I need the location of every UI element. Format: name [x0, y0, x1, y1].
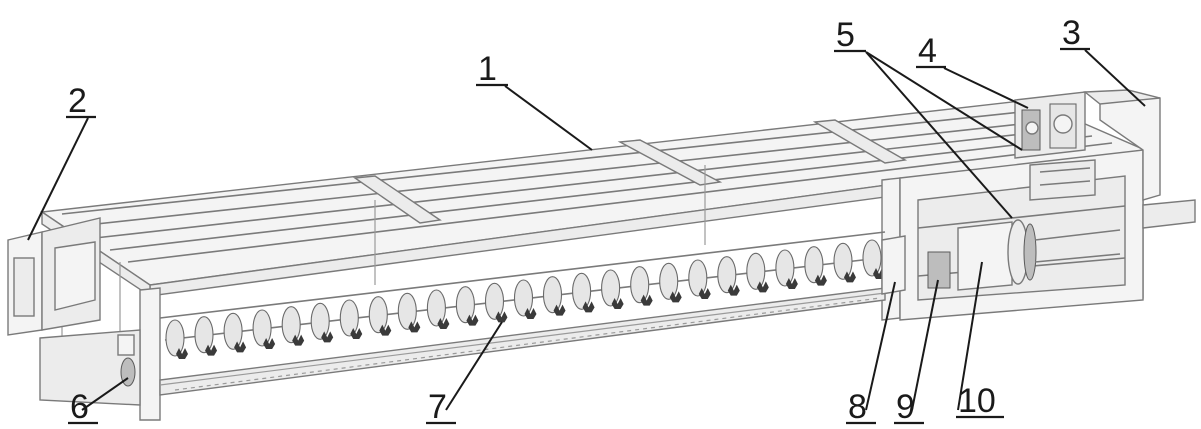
- cutting-tooth: [640, 294, 653, 306]
- frame-cross-member: [353, 175, 442, 224]
- callout-6: 6: [70, 388, 89, 426]
- spiral-blade: [252, 309, 272, 347]
- spiral-blade: [194, 316, 214, 354]
- spiral-blade: [601, 269, 621, 307]
- spiral-blade: [397, 292, 417, 330]
- spiral-blade: [455, 286, 475, 324]
- spiral-blade: [223, 312, 243, 350]
- bearing-block: [881, 235, 906, 295]
- cutting-tooth: [437, 318, 450, 329]
- frame-cross-member: [812, 119, 908, 164]
- upper-pulley: [1053, 114, 1073, 134]
- right-extension-beam: [1142, 199, 1196, 229]
- motor-disc: [1023, 223, 1037, 281]
- callout-4: 4: [918, 32, 937, 70]
- left-end-box: [7, 217, 141, 406]
- leader-2: [27, 117, 89, 241]
- callout-2: 2: [68, 82, 87, 120]
- cutting-tooth: [350, 328, 363, 339]
- cutting-tooth: [727, 284, 740, 296]
- leader-6: [81, 377, 129, 411]
- spiral-blade: [542, 276, 563, 314]
- cutting-tooth: [466, 314, 479, 326]
- leader-7: [445, 321, 503, 411]
- spiral-blade: [281, 306, 301, 344]
- leader-10: [957, 261, 983, 411]
- cutting-tooth: [205, 344, 218, 356]
- guide-assembly: [1029, 159, 1096, 201]
- left-box-window: [13, 257, 35, 317]
- leader-1: [504, 85, 593, 151]
- spiral-blade: [513, 279, 534, 317]
- cutting-tooth: [553, 304, 566, 316]
- cutting-tooth: [524, 308, 537, 319]
- callout-10: 10: [958, 382, 996, 420]
- callout-8: 8: [848, 388, 867, 426]
- left-bearing: [117, 334, 135, 356]
- cutting-tooth: [292, 334, 305, 346]
- spiral-blade: [630, 266, 650, 304]
- callout-9: 9: [896, 388, 915, 426]
- spiral-blade: [833, 242, 853, 280]
- spiral-blade: [165, 319, 185, 357]
- left-box-panel: [54, 241, 96, 311]
- trough-bottom: [159, 287, 886, 396]
- spiral-blade: [746, 252, 766, 290]
- spiral-roller: [164, 239, 885, 359]
- callout-7: 7: [428, 388, 447, 426]
- cutting-tooth: [263, 338, 276, 349]
- cutting-tooth: [321, 331, 334, 343]
- cutting-tooth: [843, 271, 856, 283]
- front-left-post: [139, 287, 161, 421]
- cutting-tooth: [379, 324, 392, 336]
- cutting-tooth: [669, 291, 682, 303]
- spiral-blade: [484, 282, 505, 320]
- cutting-tooth: [495, 311, 508, 323]
- cutting-tooth: [611, 298, 624, 309]
- cutting-tooth: [582, 301, 595, 313]
- cutting-tooth: [785, 278, 798, 289]
- cutting-tooth: [408, 321, 421, 333]
- spiral-blade: [717, 256, 737, 294]
- leader-8: [865, 281, 896, 411]
- leader-9: [911, 279, 939, 411]
- cutting-tooth: [176, 348, 188, 359]
- spiral-blade: [862, 239, 882, 277]
- callout-1: 1: [478, 50, 497, 88]
- leader-5a: [865, 51, 1013, 219]
- spiral-blade: [688, 259, 708, 297]
- leader-5b: [865, 51, 1023, 151]
- right-drive-section: [881, 89, 1196, 321]
- cutting-tooth: [698, 288, 711, 299]
- spiral-blade: [775, 249, 795, 287]
- coupling: [927, 251, 951, 289]
- spiral-blade: [426, 289, 446, 327]
- spiral-blade: [804, 246, 824, 284]
- spiral-blade: [368, 296, 388, 334]
- motor-shaft-end: [120, 357, 136, 387]
- drive-motor: [957, 221, 1013, 291]
- callout-3: 3: [1062, 14, 1081, 52]
- cutting-tooth: [756, 281, 769, 293]
- spiral-blade: [572, 272, 592, 310]
- upper-pulley: [1025, 121, 1039, 135]
- leader-4: [943, 67, 1029, 109]
- right-end-cap-top: [1083, 89, 1161, 105]
- frame-cross-member: [617, 139, 723, 186]
- cutting-tooth: [814, 274, 827, 286]
- leader-3: [1084, 49, 1146, 107]
- spiral-blade: [659, 262, 679, 300]
- callout-5: 5: [836, 16, 855, 54]
- spiral-blade: [310, 302, 330, 340]
- trough: [159, 231, 886, 396]
- spiral-blade: [339, 299, 359, 337]
- callouts: 1 2 3 4 5 6 7 8 9 10: [66, 14, 1090, 426]
- cutting-tooth: [234, 341, 247, 353]
- leader-lines: [27, 49, 1146, 411]
